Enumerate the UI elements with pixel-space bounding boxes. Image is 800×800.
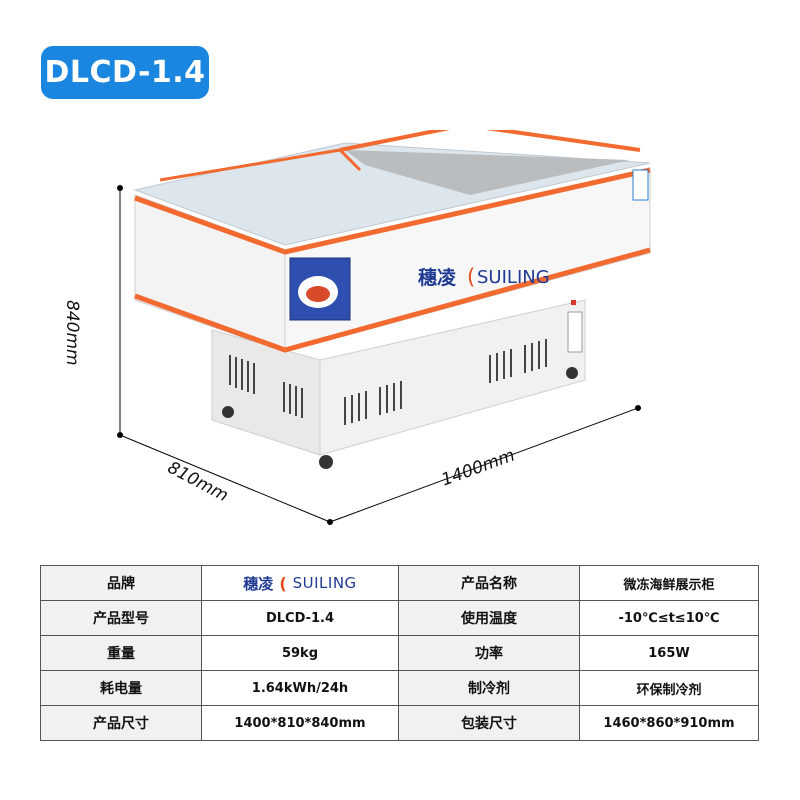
brand-logo: 穗凌 ( SUILING xyxy=(202,573,398,594)
spec-value-consumption: 1.64kWh/24h xyxy=(201,670,399,706)
cabinet-logo-cn: 穗凌 xyxy=(418,266,457,289)
orange-trim-bottom xyxy=(134,247,651,353)
dimension-node xyxy=(117,185,123,191)
spec-value-weight: 59kg xyxy=(201,635,399,671)
vent-grille-left xyxy=(229,355,303,418)
energy-label xyxy=(632,169,649,201)
indicator-light xyxy=(571,300,576,305)
spec-label-weight: 重量 xyxy=(40,635,202,671)
cabinet-logo-swoosh: ( xyxy=(467,265,475,289)
brand-logo-en: SUILING xyxy=(292,574,357,592)
spec-value-brand: 穗凌 ( SUILING xyxy=(201,565,399,601)
spec-value-refrigerant: 环保制冷剂 xyxy=(579,670,759,706)
orange-trim-top xyxy=(134,167,651,255)
table-row: 产品尺寸 1400*810*840mm 包装尺寸 1460*860*910mm xyxy=(40,705,759,741)
spec-value-power: 165W xyxy=(579,635,759,671)
spec-label-product-size: 产品尺寸 xyxy=(40,705,202,741)
table-row: 产品型号 DLCD-1.4 使用温度 -10℃≤t≤10℃ xyxy=(40,600,759,636)
dimension-node xyxy=(327,519,333,525)
table-row: 耗电量 1.64kWh/24h 制冷剂 环保制冷剂 xyxy=(40,670,759,706)
dimension-node xyxy=(117,432,123,438)
seafood-image xyxy=(306,286,330,302)
caster-wheel xyxy=(566,367,578,379)
dimension-node xyxy=(635,405,641,411)
spec-value-product-size: 1400*810*840mm xyxy=(201,705,399,741)
caster-wheel xyxy=(319,455,333,469)
cabinet-logo-en: SUILING xyxy=(477,267,550,288)
spec-label-power: 功率 xyxy=(398,635,580,671)
brand-logo-cn: 穗凌 xyxy=(243,574,274,593)
spec-label-refrigerant: 制冷剂 xyxy=(398,670,580,706)
dimension-height-label: 840mm xyxy=(62,300,82,366)
spec-label-brand: 品牌 xyxy=(40,565,202,601)
model-badge: DLCD-1.4 xyxy=(41,46,209,99)
brand-swoosh-icon: ( xyxy=(279,573,287,593)
spec-table: 品牌 穗凌 ( SUILING 产品名称 微冻海鲜展示柜 产品型号 DLCD-1.… xyxy=(40,565,759,741)
product-illustration: 穗凌 ( SUILING xyxy=(117,130,651,525)
spec-label-consumption: 耗电量 xyxy=(40,670,202,706)
orange-lid-frame xyxy=(159,148,362,182)
spec-label-model: 产品型号 xyxy=(40,600,202,636)
vent-grille-right xyxy=(344,339,547,425)
spec-label-product-name: 产品名称 xyxy=(398,565,580,601)
spec-value-package-size: 1460*860*910mm xyxy=(579,705,759,741)
cabinet-base-side xyxy=(319,299,586,456)
dimension-lines xyxy=(119,188,639,523)
spec-value-temperature: -10℃≤t≤10℃ xyxy=(579,600,759,636)
cabinet-interior xyxy=(345,150,630,195)
spec-value-model: DLCD-1.4 xyxy=(201,600,399,636)
control-box xyxy=(567,311,583,353)
table-row: 重量 59kg 功率 165W xyxy=(40,635,759,671)
caster-wheel xyxy=(222,406,234,418)
table-row: 品牌 穗凌 ( SUILING 产品名称 微冻海鲜展示柜 xyxy=(40,565,759,601)
cabinet-base-front xyxy=(211,329,321,456)
spec-value-product-name: 微冻海鲜展示柜 xyxy=(579,565,759,601)
orange-lid-frame xyxy=(339,130,641,152)
spec-label-temperature: 使用温度 xyxy=(398,600,580,636)
spec-label-package-size: 包装尺寸 xyxy=(398,705,580,741)
